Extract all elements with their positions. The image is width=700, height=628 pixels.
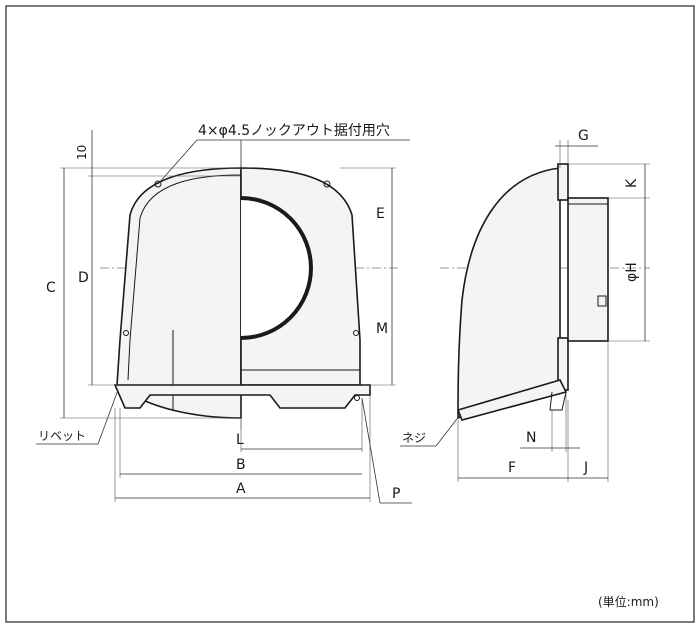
dim-label-b: B <box>236 457 246 473</box>
unit-note: (単位:mm) <box>598 594 659 609</box>
side-wall-flange <box>557 163 569 201</box>
dim-label-k: K <box>624 178 640 188</box>
dim-label-l: L <box>236 432 244 448</box>
dim-label-p: P <box>392 486 400 502</box>
side-duct-spigot <box>567 197 609 342</box>
dim-label-n: N <box>526 430 536 446</box>
mount-hole-icon <box>353 330 359 336</box>
dim-label-a: A <box>236 481 246 497</box>
side-hood <box>457 167 561 420</box>
hole-note-leader <box>157 139 198 185</box>
mount-hole-icon <box>154 180 162 188</box>
base-bracket <box>113 384 371 409</box>
dim-label-h: φH <box>624 262 640 282</box>
mount-hole-icon <box>123 330 129 336</box>
dim-label-10: 10 <box>75 145 89 160</box>
screw-leader <box>435 414 461 447</box>
mount-hole-icon <box>323 180 331 188</box>
dim-label-g: G <box>578 128 589 144</box>
rivet-icon <box>354 395 360 401</box>
dim-label-m: M <box>376 321 388 337</box>
rivet-leader <box>97 389 119 445</box>
side-base-foot <box>549 391 567 411</box>
dim-label-j: J <box>583 460 588 476</box>
dim-label-d: D <box>78 270 89 286</box>
dim-label-e: E <box>376 206 385 222</box>
spigot-tab <box>597 295 607 307</box>
hood-left-half <box>116 167 242 419</box>
hood-inner-line <box>127 174 242 381</box>
dim-label-f: F <box>508 460 516 476</box>
front-view: 4×φ4.5ノックアウト据付用穴 リベット P C 10 D E M <box>36 123 412 504</box>
drawing-border <box>5 5 695 623</box>
duct-opening <box>240 196 313 340</box>
dim-label-c: C <box>46 280 56 296</box>
screw-label: ネジ <box>402 431 426 445</box>
p-leader <box>361 397 381 504</box>
rivet-label: リベット <box>38 429 86 443</box>
hole-note-label: 4×φ4.5ノックアウト据付用穴 <box>198 123 390 139</box>
side-view: ネジ G K φH N F J <box>400 128 650 482</box>
